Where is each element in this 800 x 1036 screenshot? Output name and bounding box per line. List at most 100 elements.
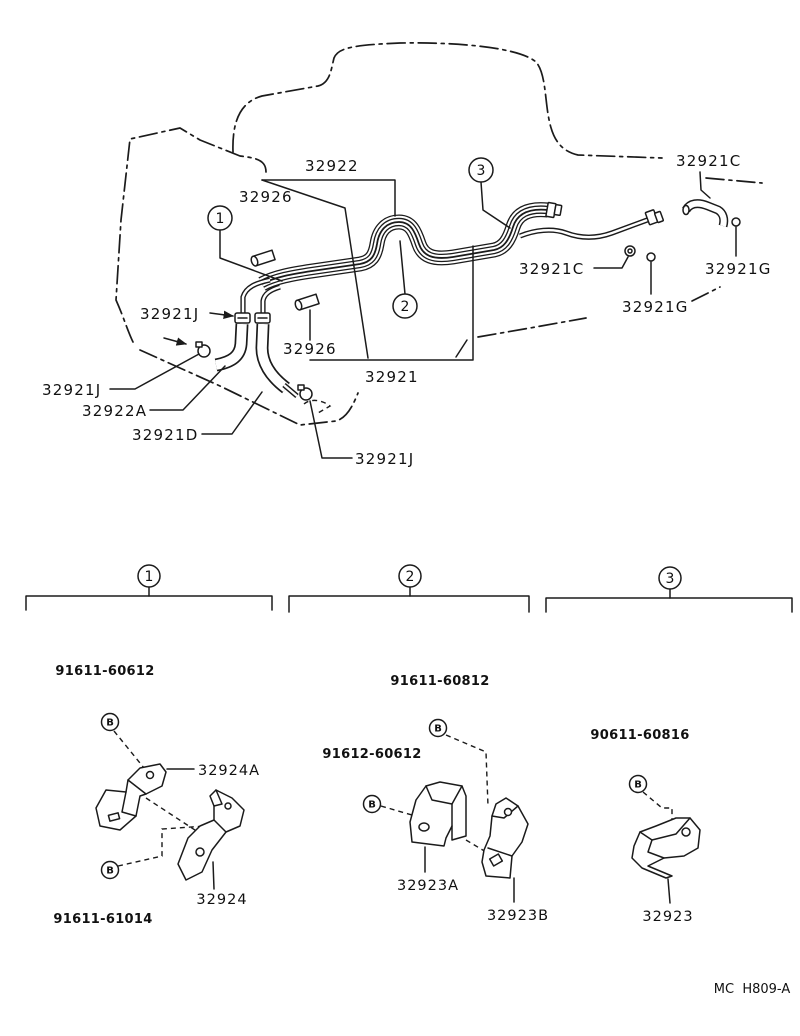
callout-2: 2	[392, 293, 418, 319]
bracket-fold	[487, 847, 513, 857]
part-number-label: 32921G	[705, 260, 772, 278]
bracket-lower	[177, 789, 245, 881]
bracket-slot	[107, 812, 121, 822]
detail-bracket	[288, 595, 530, 613]
clip-body	[631, 817, 701, 879]
detail-bracket	[545, 597, 793, 613]
nut-hole	[627, 248, 633, 254]
hose-top-right	[682, 199, 729, 228]
outline-bottom-right	[477, 317, 587, 338]
outline-bottom-left	[139, 349, 359, 426]
bracket-hole	[195, 847, 205, 857]
leader-line	[261, 179, 396, 217]
detail-marker-circle	[137, 564, 161, 588]
leader-line	[219, 229, 283, 282]
bracket-upper	[95, 763, 167, 831]
bracket-fold	[121, 791, 137, 817]
part-number-label: 32923B	[487, 908, 549, 924]
pipe-right-outer	[519, 216, 651, 240]
grommet-lower	[646, 252, 656, 262]
callout-circle	[468, 157, 494, 183]
part-number-label: 32921J	[355, 450, 414, 468]
diagram-code: MC H809-A	[714, 982, 791, 997]
outline-right	[705, 177, 763, 184]
detail-marker-number: 3	[666, 571, 675, 587]
leader-line	[309, 400, 353, 459]
detail-group-1: 1 91611-60612 B 32924A 32924 B 91611-610…	[25, 564, 273, 927]
bracket-fold	[213, 789, 223, 807]
clip-hole	[681, 827, 691, 837]
leader-line	[480, 181, 511, 229]
bracket-fold	[425, 785, 463, 805]
bolt-marker-circle	[362, 794, 382, 814]
hose-inner	[214, 323, 247, 370]
part-number-label: 32926	[283, 340, 337, 358]
tubes-left	[240, 277, 281, 314]
hose-end-mark	[303, 399, 332, 414]
part-number-label: 32921C	[676, 152, 741, 170]
pipe-right-inner	[519, 217, 651, 239]
detail-marker-number: 2	[406, 569, 415, 585]
hose-inner	[683, 200, 727, 227]
sleeve-upper	[250, 249, 276, 267]
clamps	[195, 312, 313, 401]
bracket-left	[409, 781, 467, 847]
bracket-hole	[224, 802, 232, 810]
bolt-marker-letter: B	[106, 718, 114, 729]
part-number-label: 32923A	[397, 878, 459, 894]
callout-number: 1	[216, 211, 225, 227]
sleeve-end	[294, 299, 303, 311]
detail-group-3: 3 90611-60816 B 32923	[545, 566, 793, 925]
detail-group-2: 2 91611-60812 B 91612-60612 B 32923A 329…	[288, 564, 549, 924]
leader-line	[149, 365, 226, 411]
part-number-label: 32921D	[132, 426, 198, 444]
callout-3: 3	[468, 157, 494, 183]
pipe-bundle	[262, 210, 548, 284]
detail-bracket	[25, 595, 273, 611]
leader-line	[209, 310, 235, 319]
bolt-marker-circle	[100, 712, 120, 732]
fastener-label: 91611-61014	[53, 912, 152, 927]
part-number-label: 32922A	[82, 402, 147, 420]
clip-fold	[639, 817, 691, 841]
bolt-marker-letter: B	[368, 800, 376, 811]
tube-a-inner	[241, 278, 271, 314]
hose-right	[255, 323, 299, 398]
assembly-dashed-line	[117, 825, 207, 867]
leader-line	[261, 179, 369, 359]
hose-end	[682, 204, 690, 216]
part-number-label: 32922	[305, 157, 359, 175]
hose-left	[214, 323, 249, 372]
bolt-marker-circle	[100, 860, 120, 880]
outline-top	[232, 42, 663, 159]
part-number-label: 32924A	[198, 763, 260, 779]
detail-marker-circle	[398, 564, 422, 588]
sleeve-lower	[294, 293, 320, 311]
detail-marker-number: 1	[145, 569, 154, 585]
flare-nut-upper	[545, 201, 563, 219]
part-number-label: 32924	[196, 892, 247, 908]
clip-fold	[647, 839, 665, 859]
bolt-marker-letter: B	[634, 780, 642, 791]
bracket-slot	[488, 853, 504, 867]
bracket-fold	[127, 779, 147, 795]
assembly-dashed-line	[113, 730, 145, 769]
clamp	[197, 344, 211, 358]
leader-line	[212, 861, 215, 890]
leader-line	[399, 240, 406, 295]
leader-line	[699, 171, 711, 199]
nut-end	[654, 210, 664, 224]
fastener-label: 91612-60612	[322, 747, 421, 762]
callout-circle	[392, 293, 418, 319]
leader-line	[593, 256, 629, 269]
detail-marker-circle	[658, 566, 682, 590]
outline-mark	[455, 339, 468, 358]
fastener-label: 91611-60812	[390, 674, 489, 689]
hose-pipe-inner	[283, 384, 298, 397]
nut-end	[553, 203, 563, 217]
clamp-tab	[297, 384, 305, 391]
outline-lower-right	[691, 286, 721, 302]
assembly-dashed-line	[380, 805, 413, 816]
direction-arrow	[163, 337, 188, 346]
